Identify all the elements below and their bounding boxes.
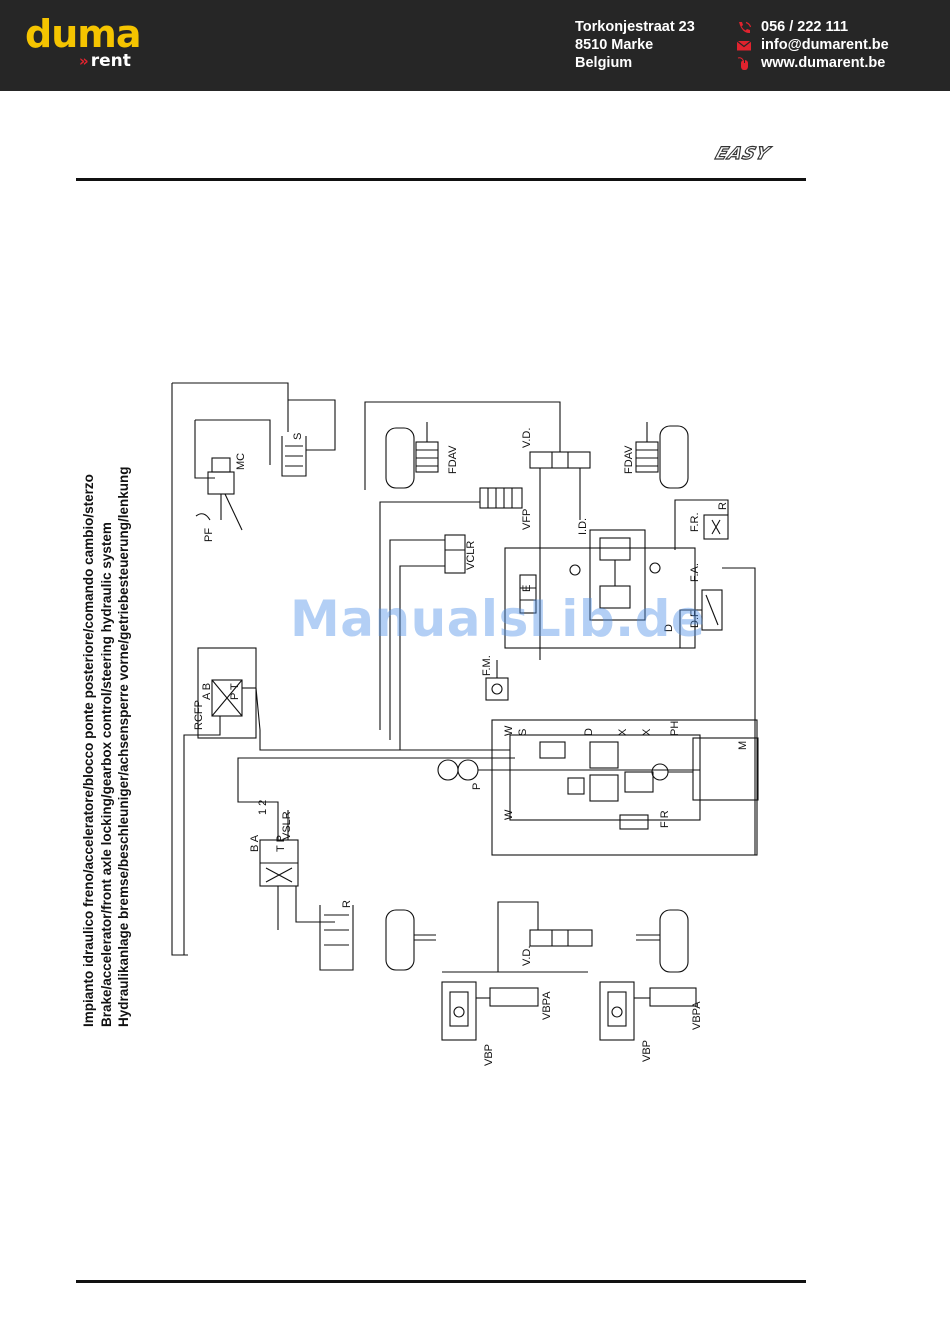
- valve-rcfp: [183, 647, 510, 955]
- label-vbp-right: VBP: [641, 1040, 653, 1062]
- wheel-top-left: [385, 427, 415, 489]
- email-address: info@dumarent.be: [761, 37, 889, 53]
- label-vd-bottom: V.D.: [521, 946, 533, 966]
- address-street: Torkonjestraat 23: [575, 19, 695, 35]
- differential-lock-top: [364, 401, 591, 660]
- brake-fdav-right: [635, 422, 659, 473]
- valve-vbp-left: [441, 981, 539, 1041]
- label-vbpa-left: VBPA: [541, 991, 553, 1020]
- label-s: S: [292, 433, 304, 440]
- wheel-top-right: [659, 425, 689, 489]
- label-x1: X: [617, 728, 629, 736]
- brake-master-cylinder: [171, 382, 289, 956]
- mail-icon: [736, 40, 752, 51]
- label-ab: A B: [201, 683, 213, 700]
- label-fr: F.R.: [689, 512, 701, 532]
- label-w1: W: [503, 725, 515, 736]
- address-country: Belgium: [575, 55, 633, 71]
- title-line-it: Impianto idraulico freno/acceleratore/bl…: [81, 474, 96, 1027]
- tank-r: [319, 905, 354, 971]
- label-d: D: [663, 624, 675, 632]
- label-pf: PF: [203, 528, 215, 542]
- label-tp: T P: [275, 835, 287, 852]
- wheel-bottom-right: [659, 909, 689, 973]
- label-fr-small: F R: [659, 810, 671, 828]
- label-fdav-right: FDAV: [623, 445, 635, 474]
- label-fm: F.M.: [481, 655, 493, 676]
- brake-fdav-left: [415, 422, 439, 473]
- label-ph: PH: [669, 721, 681, 736]
- label-id: I.D.: [577, 518, 589, 535]
- label-s2: S: [517, 729, 529, 736]
- reservoir-s: [281, 399, 336, 477]
- steering-unit-id: [504, 529, 696, 649]
- valve-fr-fa-df: [495, 499, 756, 856]
- phone-number: 056 / 222 111: [761, 19, 849, 35]
- company-address: Torkonjestraat 23 8510 Marke Belgium: [575, 18, 695, 72]
- label-e: E: [521, 585, 533, 592]
- header-bar: duma »rent Torkonjestraat 23 8510 Marke …: [0, 0, 950, 91]
- label-mc: MC: [235, 453, 247, 470]
- label-m: M: [737, 741, 749, 750]
- phone-icon: [739, 21, 752, 34]
- valve-vbp-right: [599, 981, 697, 1041]
- label-df: D.F.: [689, 608, 701, 628]
- wheel-bottom-left: [385, 909, 415, 971]
- label-vbp-left: VBP: [483, 1044, 495, 1066]
- diagram-title: Impianto idraulico freno/acceleratore/bl…: [80, 407, 133, 1027]
- axle-stub-right: [636, 934, 660, 941]
- valve-vslr: [237, 757, 515, 930]
- logo-rent-word: rent: [90, 51, 131, 71]
- differential-lock-bottom: [442, 901, 593, 973]
- bottom-divider: [76, 1280, 806, 1283]
- manualslib-watermark: ManualsLib.de: [290, 590, 706, 648]
- logo-rent-text: »rent: [79, 51, 131, 71]
- label-r-top: R: [717, 502, 729, 510]
- label-w2: W: [503, 809, 515, 820]
- label-vslr: VSLR: [281, 811, 293, 840]
- label-vclr: VCLR: [465, 541, 477, 570]
- label-pt: P T: [229, 683, 241, 700]
- label-x2: X: [641, 728, 653, 736]
- label-12: 1 2: [257, 800, 269, 815]
- hydraulic-pump: [437, 759, 510, 781]
- label-vd-top: V.D.: [521, 428, 533, 448]
- mouse-icon: [737, 57, 748, 70]
- main-valve-block: [491, 719, 759, 856]
- label-rcfp: RCFP: [193, 700, 205, 730]
- logo-duma-text: duma: [25, 12, 141, 56]
- title-line-en: Brake/accelerator/front axle locking/gea…: [98, 522, 114, 1027]
- label-fa: F.A.: [689, 563, 701, 582]
- label-vfp: VFP: [521, 509, 533, 530]
- axle-stub-left: [414, 934, 436, 941]
- website-url: www.dumarent.be: [761, 55, 886, 71]
- valve-vfp: [379, 487, 523, 730]
- hydraulic-schematic: S MC PF FDAV FDAV V.D. VFP VCLR I.D. F.R…: [171, 382, 759, 1066]
- title-line-de: Hydraulikanlage bremse/beschleuniger/ach…: [116, 466, 131, 1027]
- address-city: 8510 Marke: [575, 37, 654, 53]
- label-fdav-left: FDAV: [447, 445, 459, 474]
- duma-rent-logo[interactable]: duma »rent: [25, 14, 145, 74]
- chevron-right-icon: »: [79, 52, 89, 70]
- label-r-bottom: R: [341, 900, 353, 908]
- top-divider: [76, 178, 806, 181]
- easy-brand-logo: EASY: [712, 143, 773, 164]
- label-ba: B A: [249, 834, 261, 852]
- filter-fm: [485, 660, 509, 701]
- label-vbpa-right: VBPA: [691, 1001, 703, 1030]
- diagram-labels: S MC PF FDAV FDAV V.D. VFP VCLR I.D. F.R…: [193, 428, 749, 1066]
- label-p: P: [471, 783, 483, 790]
- valve-vclr: [389, 534, 466, 750]
- label-d2: D: [583, 728, 595, 736]
